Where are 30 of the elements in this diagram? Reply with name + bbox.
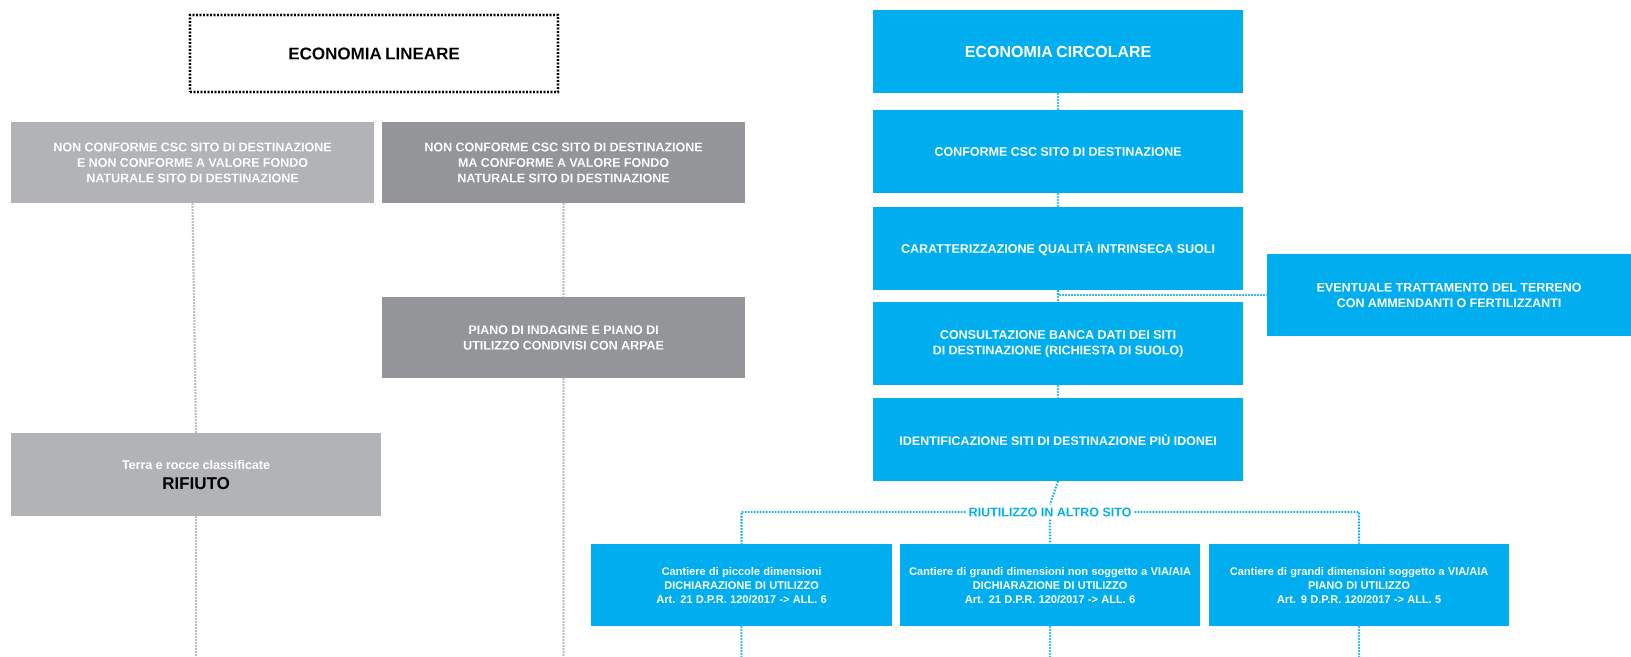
connector-line — [1056, 93, 1060, 110]
connector-line — [562, 203, 565, 297]
condition-box: PIANO DI INDAGINE E PIANO DI UTILIZZO CONDIVISI CON ARPAE — [382, 297, 745, 378]
process-box: CONSULTAZIONE BANCA DATI DEI SITI DI DESTINAZIONE (RICHIESTA DI SUOLO) — [873, 302, 1243, 385]
condition-box: Terra e rocce classificate RIFIUTO — [11, 433, 381, 516]
process-box: Cantiere di grandi dimensioni non soggetto a VIA/AIA DICHIARAZIONE DI UTILIZZO Art. 21 D.P.R. 120/2017 -> ALL. 6 — [900, 544, 1200, 626]
process-box: CARATTERIZZAZIONE QUALITÀ INTRINSECA SUOLI — [873, 207, 1243, 290]
connector-line — [1134, 510, 1361, 544]
condition-box: NON CONFORME CSC SITO DI DESTINAZIONE E NON CONFORME A VALORE FONDO NATURALE SITO DI DESTINAZIONE — [11, 122, 374, 203]
connector-line — [1048, 626, 1052, 657]
condition-box: NON CONFORME CSC SITO DI DESTINAZIONE MA CONFORME A VALORE FONDO NATURALE SITO DI DESTINAZIONE — [382, 122, 745, 203]
process-box: Cantiere di piccole dimensioni DICHIARAZIONE DI UTILIZZO Art. 21 D.P.R. 120/2017 -> ALL. 6 — [591, 544, 892, 626]
branch-label: RIUTILIZZO IN ALTRO SITO — [965, 504, 1135, 520]
connector-line — [740, 626, 743, 657]
connector-line — [562, 378, 565, 657]
connector-line — [194, 516, 198, 657]
process-box: IDENTIFICAZIONE SITI DI DESTINAZIONE PIÙ IDONEI — [873, 398, 1243, 481]
connector-line — [740, 510, 966, 544]
connector-line — [1056, 385, 1060, 398]
connector-line — [1048, 480, 1060, 505]
connector-line — [1056, 290, 1267, 297]
connector-line — [1048, 519, 1052, 544]
title-box: ECONOMIA LINEARE — [188, 13, 560, 94]
connector-line — [1056, 193, 1060, 207]
process-box: EVENTUALE TRATTAMENTO DEL TERRENO CON AMMENDANTI O FERTILIZZANTI — [1267, 254, 1631, 336]
process-box: CONFORME CSC SITO DI DESTINAZIONE — [873, 110, 1243, 193]
process-box: Cantiere di grandi dimensioni soggetto a VIA/AIA PIANO DI UTILIZZO Art. 9 D.P.R. 120/2017 -> ALL. 5 — [1209, 544, 1509, 626]
connector-line — [1357, 626, 1361, 657]
connector-line — [191, 203, 198, 433]
process-box: ECONOMIA CIRCOLARE — [873, 10, 1243, 93]
